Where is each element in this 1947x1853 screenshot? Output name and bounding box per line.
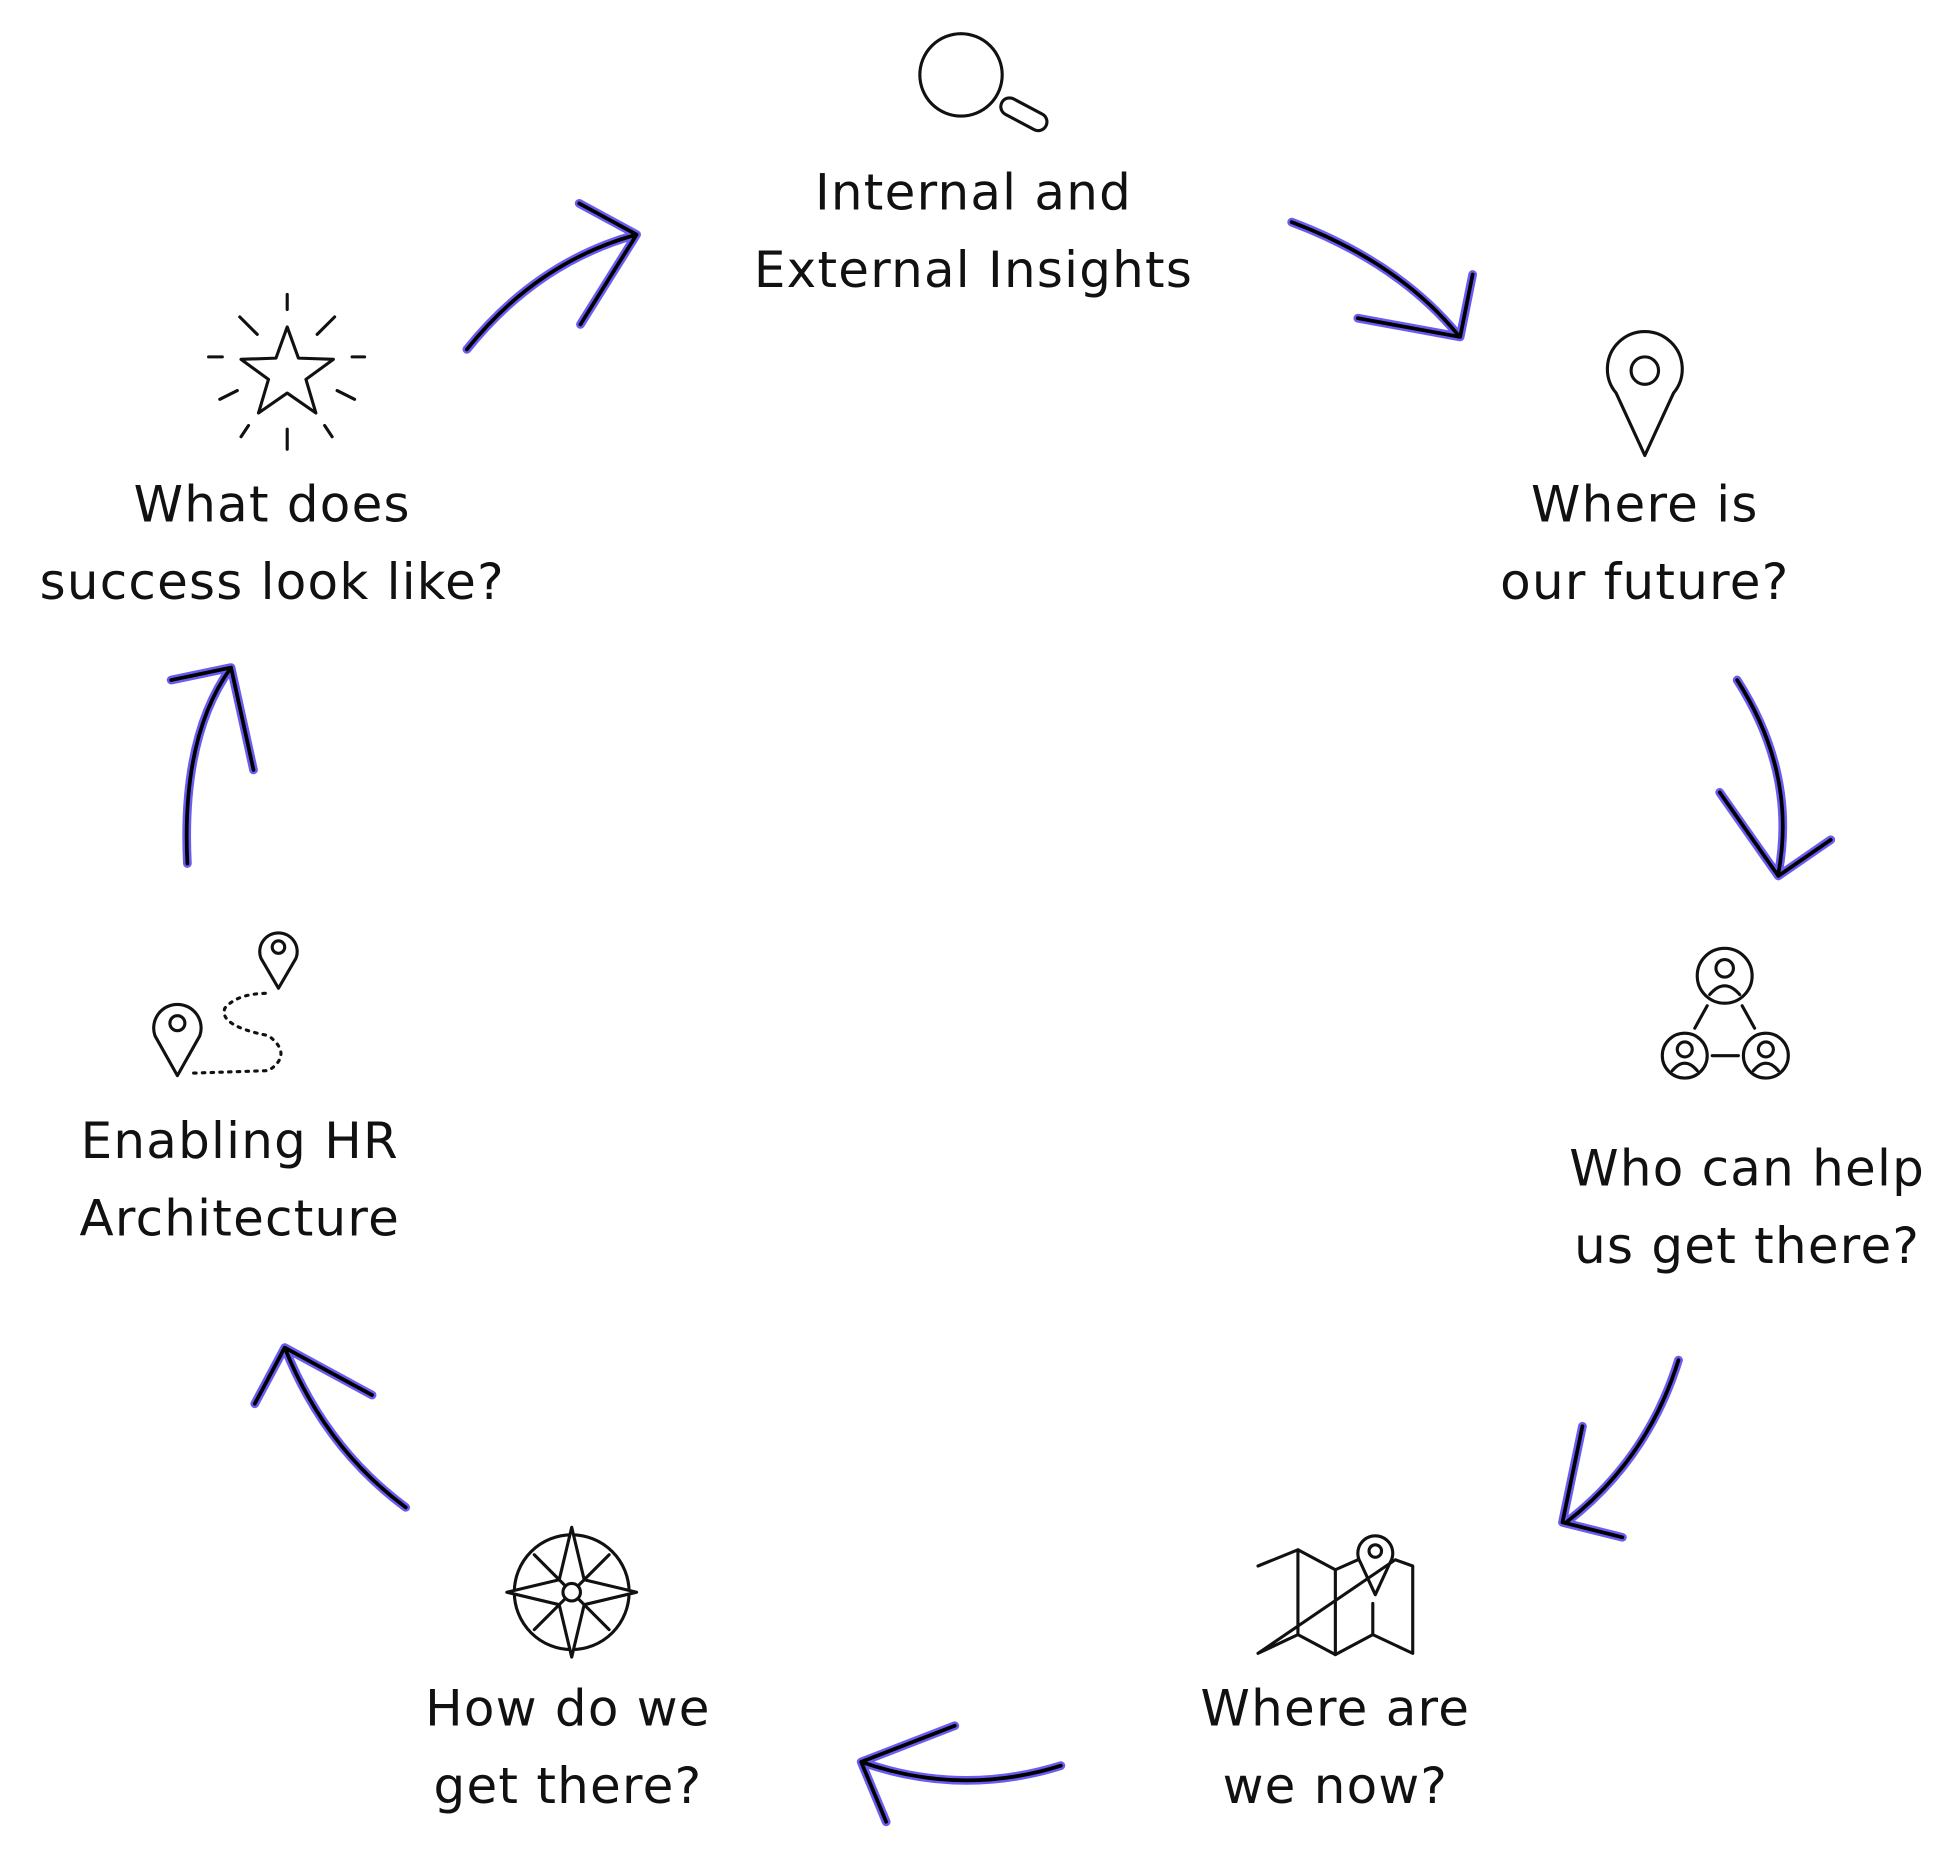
step-6-line-2: Architecture <box>80 1189 401 1247</box>
step-6-line-1: Enabling HR <box>81 1112 399 1170</box>
arrow-stroke <box>1289 220 1475 339</box>
arrow-stroke <box>1715 675 1836 881</box>
location-pin-icon <box>1605 330 1684 458</box>
step-5-line-1: How do we <box>425 1680 711 1738</box>
arrow-stroke <box>465 201 639 352</box>
step-4-line-2: we now? <box>1223 1757 1449 1815</box>
route-icon <box>152 931 299 1078</box>
step-1-line-1: Internal and <box>815 164 1132 222</box>
arrow-stroke <box>252 1345 408 1510</box>
compass-icon <box>505 1525 639 1659</box>
cycle-arrow-7 <box>462 199 641 354</box>
step-1-line-2: External Insights <box>754 241 1193 299</box>
people-network-icon <box>1660 946 1790 1080</box>
step-2-line-1: Where is <box>1531 476 1759 534</box>
step-3-line-2: us get there? <box>1574 1217 1920 1275</box>
cycle-arrow-1 <box>1287 217 1477 342</box>
cycle-arrow-4 <box>856 1721 1066 1827</box>
cycle-arrow-3 <box>1558 1355 1683 1542</box>
step-4-line-1: Where are <box>1201 1680 1471 1738</box>
star-icon <box>207 292 367 451</box>
cycle-arrow-2 <box>1715 675 1836 881</box>
magnifier-icon <box>918 32 1049 133</box>
arrow-stroke <box>169 665 256 866</box>
map-icon <box>1256 1534 1415 1657</box>
step-5-line-2: get there? <box>434 1757 703 1815</box>
cycle-arrow-5 <box>250 1343 411 1512</box>
arrow-stroke <box>1560 1358 1681 1540</box>
arrow-stroke <box>859 1723 1063 1824</box>
cycle-arrow-6 <box>166 663 258 868</box>
step-7-line-2: success look like? <box>40 553 505 611</box>
step-2-line-2: our future? <box>1500 553 1789 611</box>
step-3-line-1: Who can help <box>1569 1139 1925 1197</box>
arrow-stroke <box>1717 678 1833 878</box>
step-7-line-1: What does <box>134 476 411 534</box>
